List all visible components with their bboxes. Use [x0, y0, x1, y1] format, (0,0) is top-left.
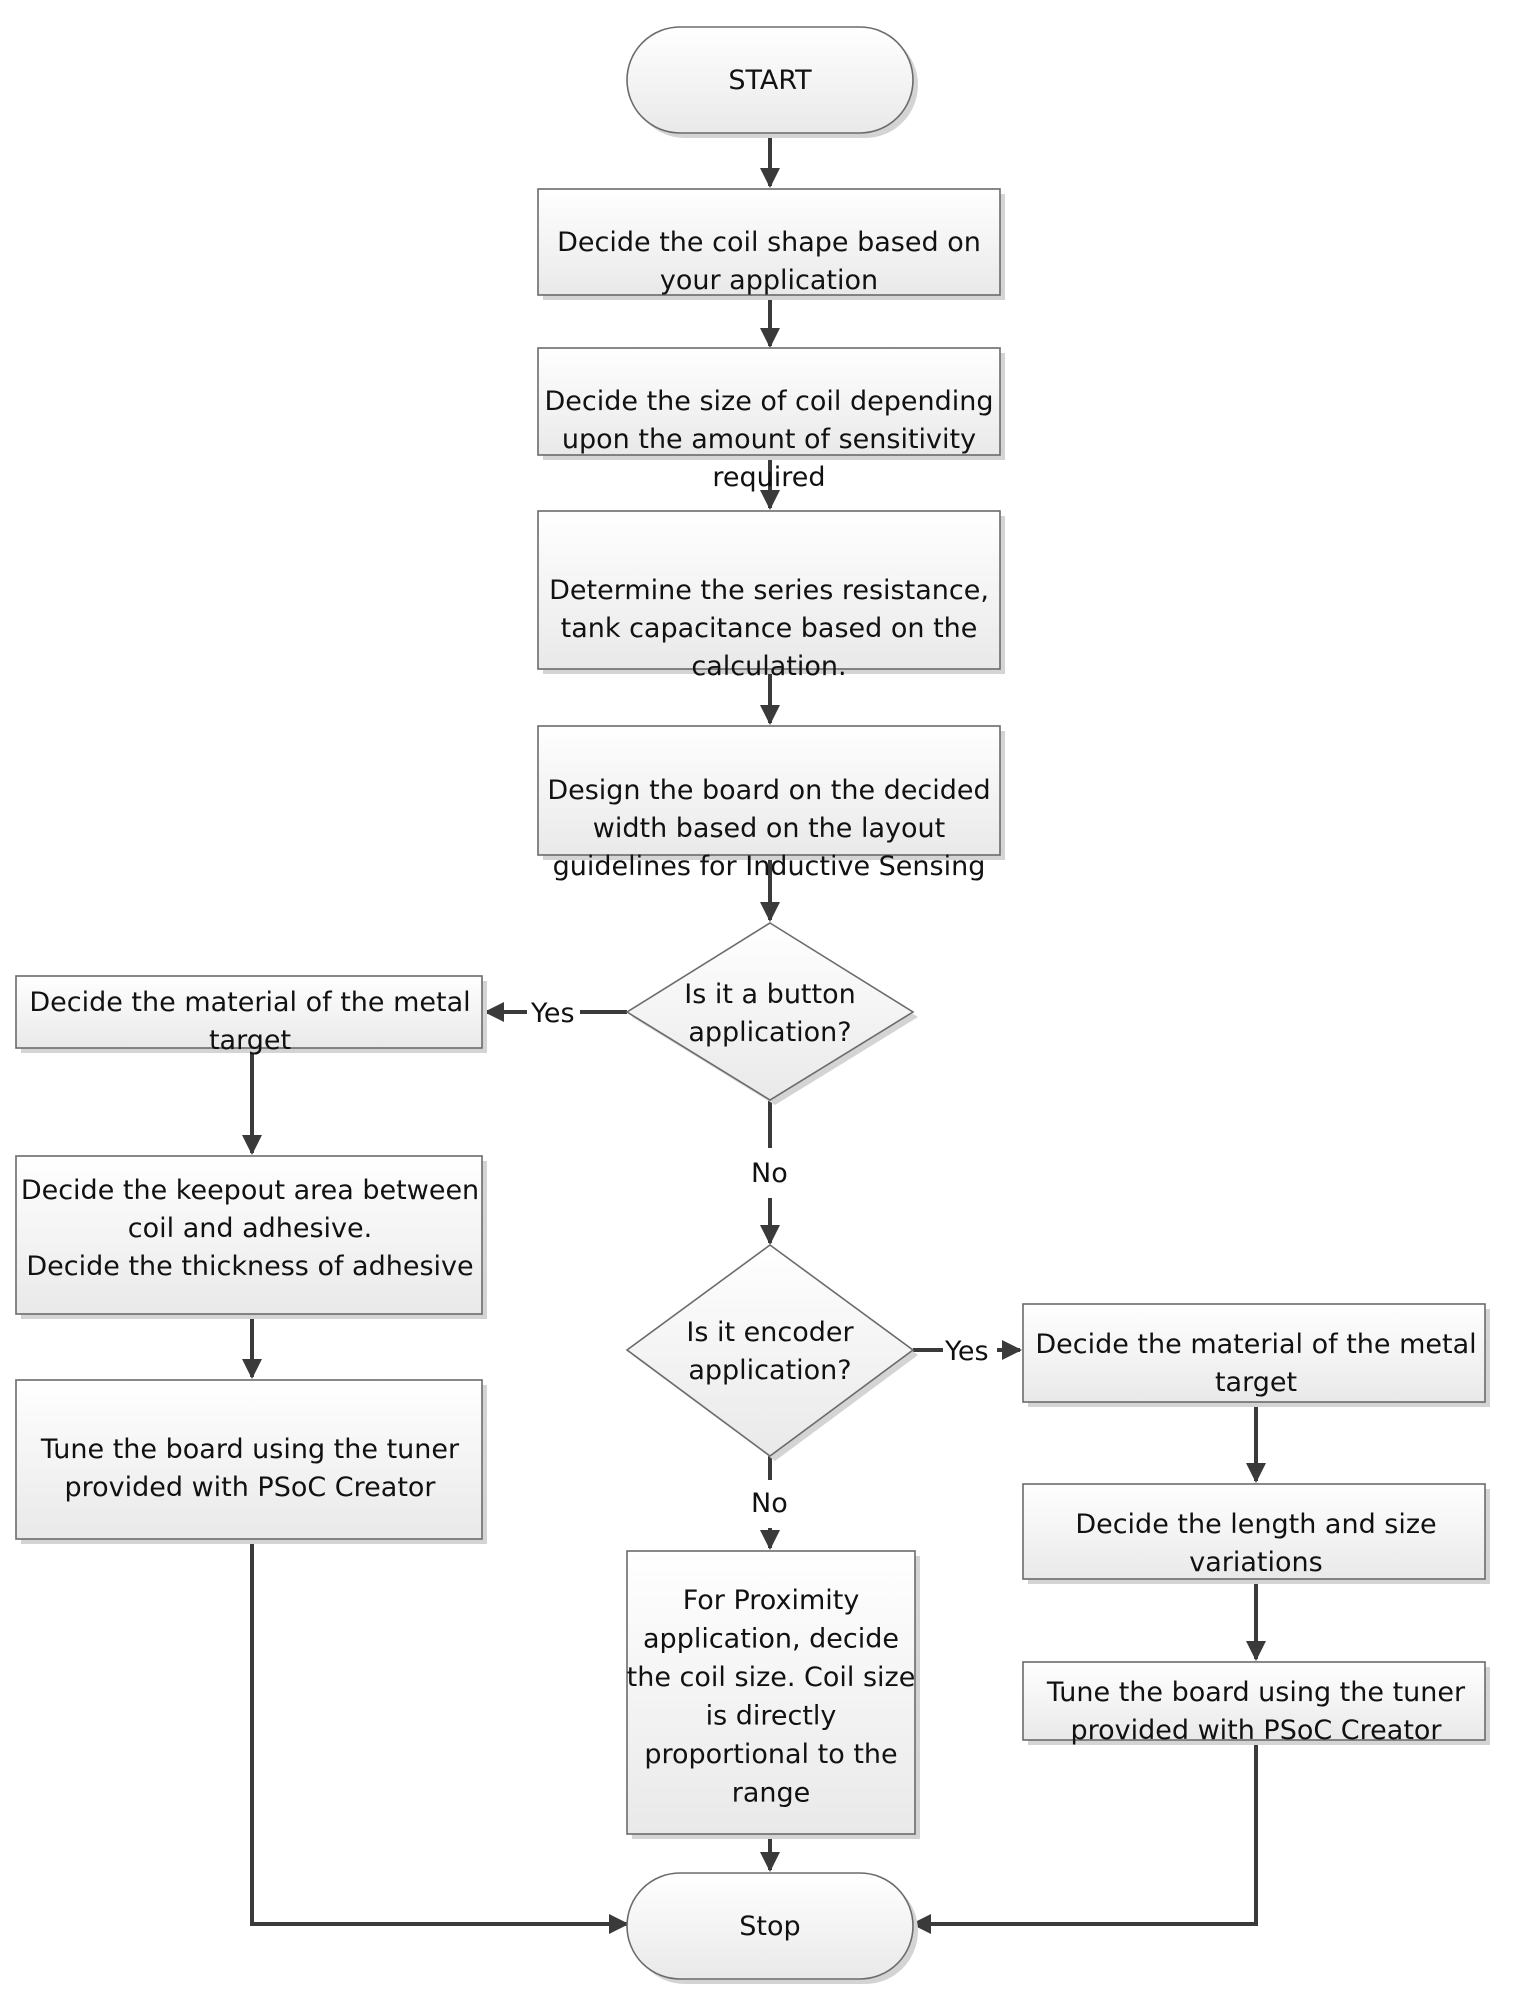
connectors [242, 134, 1266, 1934]
stop-label: Stop [739, 1911, 800, 1942]
proximity-line-2: application, decide [643, 1624, 899, 1655]
resistance-line-1: Determine the series resistance, [549, 575, 989, 606]
button-material-line-2: target [209, 1025, 291, 1056]
coil-size-label: Decide the size of coil depending upon th… [545, 386, 994, 493]
start-terminal: START [626, 26, 918, 138]
button-decision: Is it a button application? [625, 922, 918, 1105]
button-material-line-1: Decide the material of the metal [29, 987, 470, 1018]
resistance-label: Determine the series resistance, tank cap… [549, 575, 989, 682]
tune-left-line-2: provided with PSoC Creator [64, 1472, 436, 1503]
edge-label-encoder-no: No [751, 1488, 788, 1519]
start-label: START [728, 65, 812, 96]
tune-right-line-1: Tune the board using the tuner [1046, 1677, 1466, 1708]
is-encoder-line-2: application? [688, 1355, 851, 1386]
encoder-material-label: Decide the material of the metal target [1035, 1329, 1476, 1398]
length-size-line-2: variations [1189, 1547, 1322, 1578]
proximity-label: For Proximity application, decide the coil… [627, 1585, 916, 1809]
design-board-line-2: width based on the layout [593, 813, 945, 844]
resistance-line-2: tank capacitance based on the [561, 613, 978, 644]
coil-size-line-2: upon the amount of sensitivity [562, 424, 976, 455]
button-decision-label: Is it a button application? [684, 979, 855, 1048]
button-material-box: Decide the material of the metal target [15, 975, 487, 1056]
keepout-line-3: Decide the thickness of adhesive [26, 1251, 473, 1282]
edge-label-encoder-yes: Yes [944, 1336, 989, 1367]
coil-shape-label: Decide the coil shape based on your appli… [557, 227, 981, 296]
is-button-line-2: application? [688, 1017, 851, 1048]
coil-shape-box: Decide the coil shape based on your appli… [537, 188, 1005, 300]
proximity-box: For Proximity application, decide the coil… [626, 1550, 920, 1839]
is-encoder-line-1: Is it encoder [686, 1317, 854, 1348]
coil-size-line-1: Decide the size of coil depending [545, 386, 994, 417]
design-board-label: Design the board on the decided width bas… [547, 775, 990, 882]
button-material-label: Decide the material of the metal target [29, 987, 470, 1056]
encoder-decision-label: Is it encoder application? [686, 1317, 854, 1386]
encoder-decision: Is it encoder application? [625, 1244, 918, 1461]
tune-right-box: Tune the board using the tuner provided w… [1022, 1661, 1490, 1746]
keepout-label: Decide the keepout area between coil and … [21, 1175, 479, 1282]
resistance-box: Determine the series resistance, tank cap… [537, 510, 1005, 682]
tune-right-line-2: provided with PSoC Creator [1070, 1715, 1442, 1746]
coil-shape-line-2: your application [660, 265, 878, 296]
encoder-material-box: Decide the material of the metal target [1022, 1303, 1490, 1407]
stop-line-1: Stop [739, 1911, 800, 1942]
proximity-line-5: proportional to the [644, 1739, 897, 1770]
proximity-line-4: is directly [706, 1701, 837, 1732]
design-board-line-3: guidelines for Inductive Sensing [553, 851, 986, 882]
keepout-box: Decide the keepout area between coil and … [15, 1155, 487, 1319]
tune-right-label: Tune the board using the tuner provided w… [1046, 1677, 1466, 1746]
tune-left-label: Tune the board using the tuner provided w… [40, 1434, 460, 1503]
edge-label-button-no: No [751, 1158, 788, 1189]
design-board-box: Design the board on the decided width bas… [537, 725, 1005, 882]
proximity-line-1: For Proximity [683, 1585, 860, 1616]
tune-left-box: Tune the board using the tuner provided w… [15, 1379, 487, 1544]
proximity-line-3: the coil size. Coil size [627, 1662, 916, 1693]
start-line-1: START [728, 65, 812, 96]
keepout-line-2: coil and adhesive. [128, 1213, 372, 1244]
arrow-tune-right-to-stop [911, 1740, 1258, 1934]
encoder-material-line-2: target [1215, 1367, 1297, 1398]
length-size-label: Decide the length and size variations [1075, 1509, 1436, 1578]
is-button-line-1: Is it a button [684, 979, 855, 1010]
resistance-line-3: calculation. [691, 651, 846, 682]
length-size-box: Decide the length and size variations [1022, 1483, 1490, 1584]
encoder-material-line-1: Decide the material of the metal [1035, 1329, 1476, 1360]
coil-shape-line-1: Decide the coil shape based on [557, 227, 981, 258]
coil-size-line-3: required [712, 462, 825, 493]
coil-size-box: Decide the size of coil depending upon th… [537, 347, 1005, 493]
keepout-line-1: Decide the keepout area between [21, 1175, 479, 1206]
tune-left-line-1: Tune the board using the tuner [40, 1434, 460, 1465]
proximity-line-6: range [732, 1778, 811, 1809]
arrow-tune-left-to-stop [250, 1539, 629, 1934]
design-board-line-1: Design the board on the decided [547, 775, 990, 806]
stop-terminal: Stop [626, 1872, 918, 1984]
edge-label-button-yes: Yes [530, 998, 575, 1029]
length-size-line-1: Decide the length and size [1075, 1509, 1436, 1540]
